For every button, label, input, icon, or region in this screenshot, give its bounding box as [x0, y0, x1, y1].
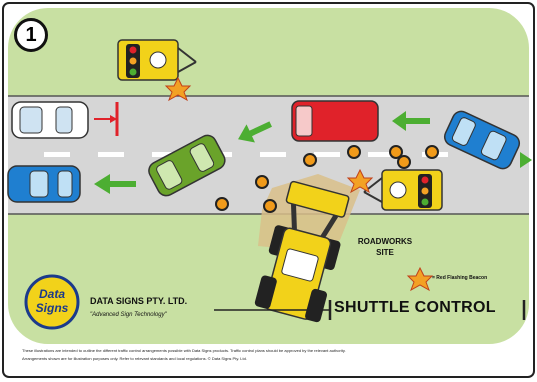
fine-print-line-1: These illustrations are intended to outl…: [22, 348, 517, 353]
site-label-line-2: SITE: [340, 247, 430, 258]
roadworks-site-label: ROADWORKS SITE: [340, 236, 430, 258]
company-name: DATA SIGNS PTY. LTD.: [90, 296, 187, 306]
blue-car-left: [8, 166, 80, 202]
step-number-badge: 1: [14, 18, 48, 52]
company-logo: Data Signs: [26, 276, 78, 328]
beacon-legend-label: = Red Flashing Beacon: [432, 275, 487, 281]
logo-line-2: Signs: [36, 301, 69, 315]
shuttle-control-label: SHUTTLE CONTROL: [334, 299, 496, 317]
fine-print-line-2: Arrangements shown are for illustration …: [22, 356, 517, 361]
company-slogan: "Advanced Sign Technology": [90, 312, 167, 318]
site-label-line-1: ROADWORKS: [340, 236, 430, 247]
red-van: [292, 101, 378, 141]
white-car: [12, 102, 88, 138]
logo-line-1: Data: [39, 287, 65, 301]
